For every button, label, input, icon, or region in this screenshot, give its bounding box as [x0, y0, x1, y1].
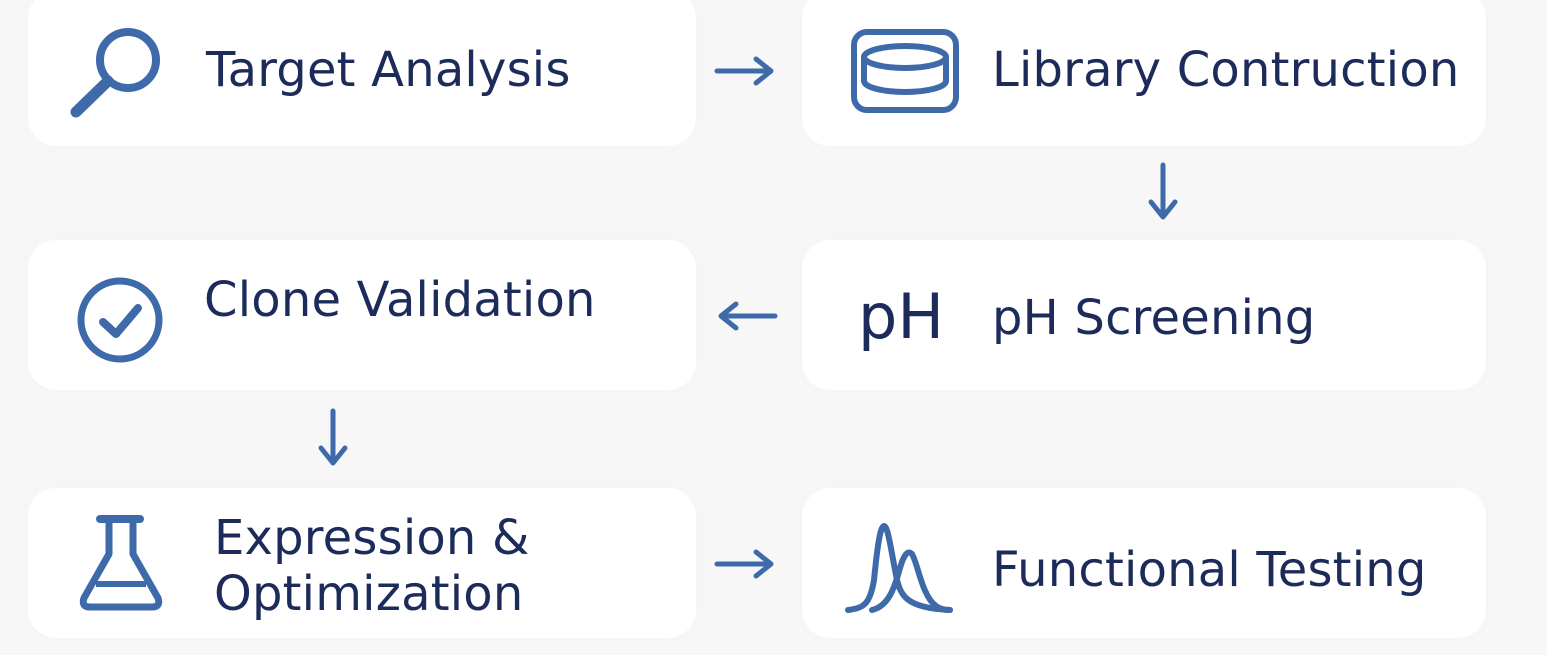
- step-card-clone-validation: Clone Validation: [28, 240, 696, 390]
- dish-icon: [850, 28, 960, 114]
- step-label: Library Contruction: [992, 42, 1460, 98]
- arrow-down-icon: [1147, 162, 1179, 222]
- step-label: Clone Validation: [204, 272, 596, 328]
- peaks-icon: [844, 520, 954, 616]
- step-card-ph-screening: pH pH Screening: [802, 240, 1486, 390]
- step-card-target-analysis: Target Analysis: [28, 0, 696, 146]
- arrow-down-icon: [317, 408, 349, 468]
- step-label-line1: Expression &: [214, 510, 530, 566]
- ph-icon: pH: [858, 280, 944, 353]
- flask-icon: [78, 514, 164, 614]
- search-icon: [68, 24, 168, 124]
- step-label: Functional Testing: [992, 542, 1427, 598]
- step-label: pH Screening: [992, 290, 1316, 346]
- arrow-right-icon: [714, 549, 776, 579]
- arrow-left-icon: [716, 301, 778, 331]
- step-label-line2: Optimization: [214, 566, 524, 622]
- step-card-expression-optimization: Expression & Optimization: [28, 488, 696, 638]
- step-card-functional-testing: Functional Testing: [802, 488, 1486, 638]
- step-label: Target Analysis: [206, 42, 571, 98]
- checkmark-circle-icon: [76, 275, 164, 365]
- step-card-library-construction: Library Contruction: [802, 0, 1486, 146]
- arrow-right-icon: [714, 56, 776, 86]
